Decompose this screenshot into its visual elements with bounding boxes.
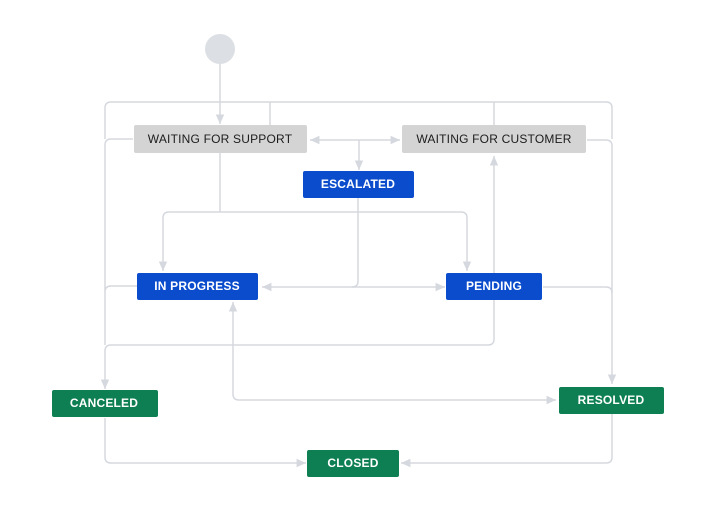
edge-canceled-to-closed bbox=[104, 418, 306, 468]
edge-support-to-pending bbox=[220, 211, 472, 271]
status-canceled[interactable]: CANCELED bbox=[52, 390, 158, 417]
status-label: WAITING FOR SUPPORT bbox=[148, 132, 293, 146]
status-label: CANCELED bbox=[70, 396, 138, 410]
status-waiting-for-support[interactable]: WAITING FOR SUPPORT bbox=[134, 125, 307, 153]
status-label: IN PROGRESS bbox=[154, 279, 240, 293]
status-label: CLOSED bbox=[327, 456, 378, 470]
edge-inner-top-loop bbox=[269, 102, 495, 125]
status-pending[interactable]: PENDING bbox=[446, 273, 542, 300]
status-resolved[interactable]: RESOLVED bbox=[559, 387, 664, 414]
start-node[interactable] bbox=[205, 34, 235, 64]
edge-inprogress-to-resolved bbox=[228, 302, 556, 405]
status-closed[interactable]: CLOSED bbox=[307, 450, 399, 477]
edge-outer-top-loop bbox=[104, 101, 613, 139]
status-escalated[interactable]: ESCALATED bbox=[303, 171, 414, 198]
edge-right-side bbox=[587, 139, 617, 384]
status-waiting-for-customer[interactable]: WAITING FOR CUSTOMER bbox=[402, 125, 586, 153]
status-label: WAITING FOR CUSTOMER bbox=[416, 132, 571, 146]
status-label: ESCALATED bbox=[321, 177, 395, 191]
status-in-progress[interactable]: IN PROGRESS bbox=[137, 273, 258, 300]
status-label: RESOLVED bbox=[578, 393, 645, 407]
edge-pending-to-resolved bbox=[543, 286, 613, 294]
edge-left-side bbox=[104, 138, 137, 345]
edge-pending-to-canceled bbox=[100, 300, 495, 389]
edge-resolved-to-closed bbox=[401, 414, 613, 468]
transition-lines bbox=[100, 64, 617, 468]
edge-support-to-inprogress bbox=[158, 211, 220, 271]
status-label: PENDING bbox=[466, 279, 522, 293]
